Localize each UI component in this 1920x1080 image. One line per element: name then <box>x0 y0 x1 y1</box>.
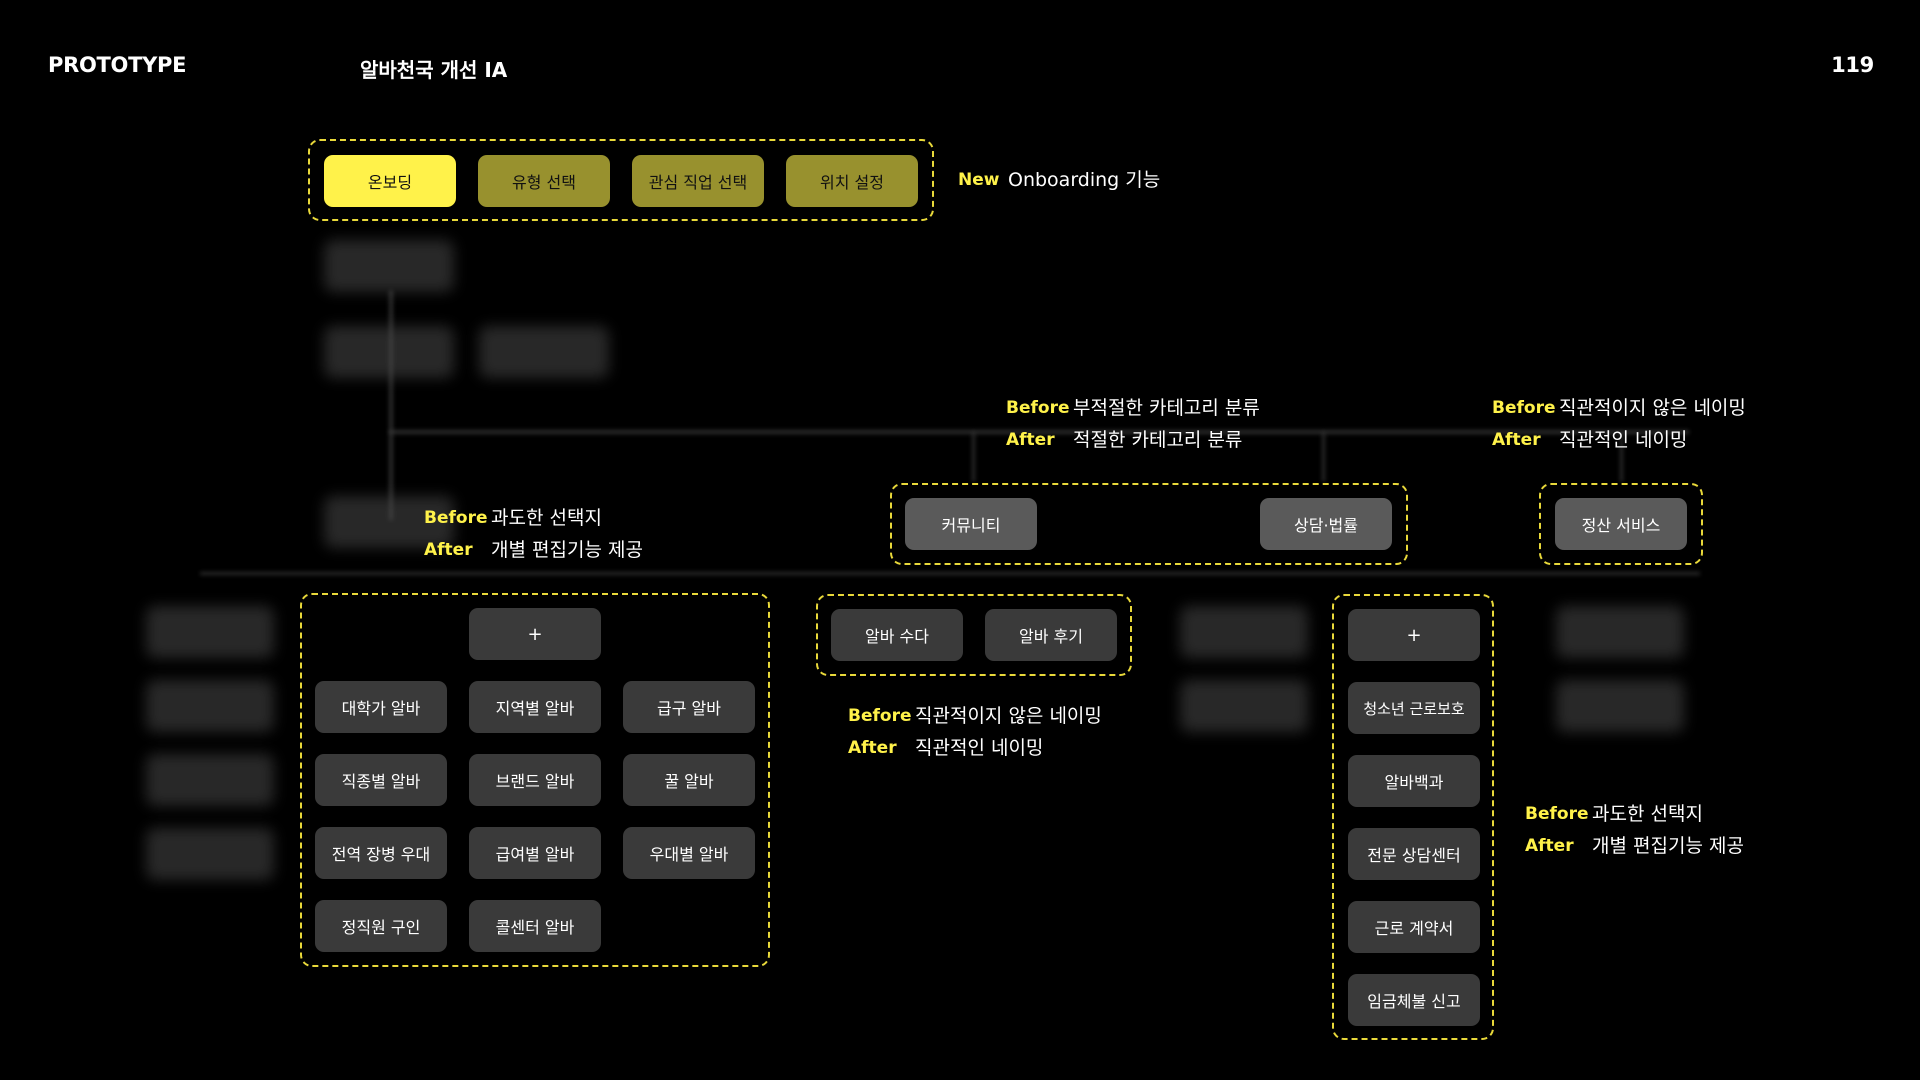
onboarding-note: Onboarding 기능 <box>1008 169 1161 191</box>
after-text: 직관적인 네이밍 <box>915 737 1044 759</box>
type-select-node[interactable]: 유형 선택 <box>478 155 610 207</box>
community-group <box>890 483 1408 565</box>
blurred-node <box>146 680 274 732</box>
after-label: After <box>424 540 473 560</box>
after-text: 적절한 카테고리 분류 <box>1073 429 1243 451</box>
consult-item[interactable]: 근로 계약서 <box>1348 901 1480 953</box>
after-label: After <box>1525 836 1574 856</box>
category-item[interactable]: 꿀 알바 <box>623 754 755 806</box>
onboarding-group <box>308 139 934 221</box>
after-text: 직관적인 네이밍 <box>1559 429 1688 451</box>
after-label: After <box>1006 430 1055 450</box>
consult-item[interactable]: 임금체불 신고 <box>1348 974 1480 1026</box>
before-text: 과도한 선택지 <box>491 507 602 529</box>
blurred-node <box>324 326 454 378</box>
payment-group <box>1539 483 1703 565</box>
blurred-node <box>324 240 454 292</box>
alba-review-node[interactable]: 알바 후기 <box>985 609 1117 661</box>
category-grid-group <box>300 593 770 967</box>
before-text: 과도한 선택지 <box>1592 803 1703 825</box>
consult-law-node[interactable]: 상담·법률 <box>1260 498 1392 550</box>
after-text: 개별 편집기능 제공 <box>1592 835 1744 857</box>
new-tag: New <box>958 170 1000 190</box>
blurred-node <box>479 326 609 378</box>
category-item[interactable]: 급여별 알바 <box>469 827 601 879</box>
location-node[interactable]: 위치 설정 <box>786 155 918 207</box>
onboarding-annotation: New Onboarding 기능 <box>958 164 1160 196</box>
blurred-node <box>146 754 274 806</box>
category-item[interactable]: 정직원 구인 <box>315 900 447 952</box>
page-title: 알바천국 개선 IA <box>360 58 508 82</box>
blurred-node <box>1556 680 1684 732</box>
category-item[interactable]: 우대별 알바 <box>623 827 755 879</box>
before-text: 부적절한 카테고리 분류 <box>1073 397 1260 419</box>
category-item[interactable]: 전역 장병 우대 <box>315 827 447 879</box>
category-item[interactable]: 급구 알바 <box>623 681 755 733</box>
consult-item[interactable]: 알바백과 <box>1348 755 1480 807</box>
consult-item[interactable]: 전문 상담센터 <box>1348 828 1480 880</box>
after-label: After <box>848 738 897 758</box>
blurred-node <box>146 828 274 880</box>
consult-item[interactable]: 청소년 근로보호 <box>1348 682 1480 734</box>
alba-chat-node[interactable]: 알바 수다 <box>831 609 963 661</box>
before-text: 직관적이지 않은 네이밍 <box>1559 397 1746 419</box>
category-item[interactable]: 지역별 알바 <box>469 681 601 733</box>
category-item[interactable]: 대학가 알바 <box>315 681 447 733</box>
page-number: 119 <box>1831 53 1874 77</box>
before-text: 직관적이지 않은 네이밍 <box>915 705 1102 727</box>
alba-sub-group <box>816 594 1132 676</box>
consult-list-group <box>1332 594 1494 1040</box>
before-label: Before <box>848 706 912 726</box>
community-node[interactable]: 커뮤니티 <box>905 498 1037 550</box>
blurred-node <box>1180 680 1308 732</box>
before-label: Before <box>1525 804 1589 824</box>
blurred-node <box>324 496 454 548</box>
after-label: After <box>1492 430 1541 450</box>
blurred-node <box>1556 606 1684 658</box>
onboarding-node[interactable]: 온보딩 <box>324 155 456 207</box>
before-label: Before <box>1492 398 1556 418</box>
category-item[interactable]: 콜센터 알바 <box>469 900 601 952</box>
interest-job-node[interactable]: 관심 직업 선택 <box>632 155 764 207</box>
before-label: Before <box>424 508 488 528</box>
category-item[interactable]: 직종별 알바 <box>315 754 447 806</box>
blurred-node <box>1180 606 1308 658</box>
add-category-button[interactable]: + <box>469 608 601 660</box>
before-label: Before <box>1006 398 1070 418</box>
brand-label: PROTOTYPE <box>48 53 187 77</box>
category-item[interactable]: 브랜드 알바 <box>469 754 601 806</box>
blurred-node <box>146 606 274 658</box>
payment-service-node[interactable]: 정산 서비스 <box>1555 498 1687 550</box>
after-text: 개별 편집기능 제공 <box>491 539 643 561</box>
add-consult-button[interactable]: + <box>1348 609 1480 661</box>
